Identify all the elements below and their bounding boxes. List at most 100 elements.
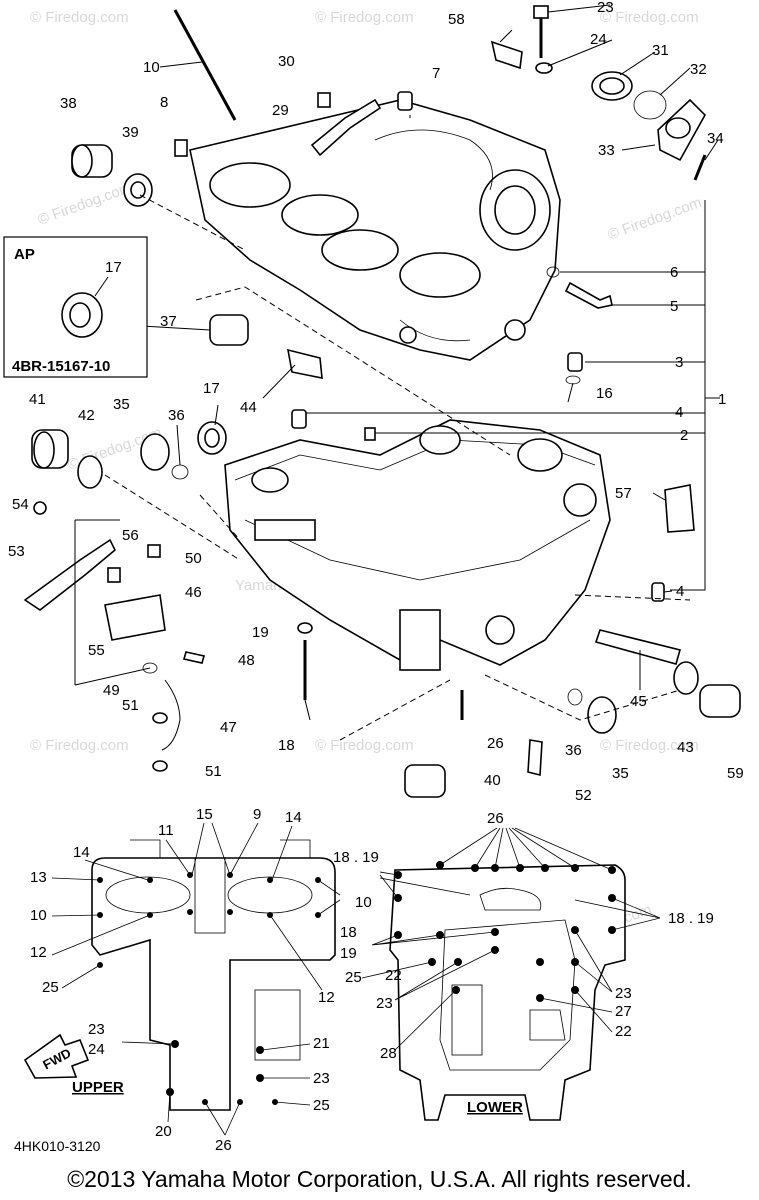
- callout-label: 33: [598, 142, 615, 159]
- callout-label: 25: [345, 969, 362, 986]
- callout-label: 23: [597, 0, 614, 16]
- callout-label: 5: [670, 298, 678, 315]
- leader-lines: [39, 4, 720, 741]
- callout-label: 38: [60, 95, 77, 112]
- upper-crankcase: [189, 99, 561, 361]
- callout-label: 43: [677, 739, 694, 756]
- callout-label: 22: [615, 1023, 632, 1040]
- fwd-arrow-icon: FWD: [23, 1033, 90, 1079]
- watermark: © Firedog.com: [30, 9, 129, 26]
- callout-label: 39: [122, 124, 139, 141]
- callout-label: 50: [185, 550, 202, 567]
- watermark: © Firedog.com: [36, 179, 134, 229]
- inset-box: AP 17 4BR-15167-10: [3, 236, 148, 378]
- callout-label: 10: [30, 907, 47, 924]
- watermark: © Firedog.com: [600, 9, 699, 26]
- callout-label: 24: [590, 31, 607, 48]
- callout-label: 35: [612, 765, 629, 782]
- callout-label: 16: [596, 385, 613, 402]
- copyright: ©2013 Yamaha Motor Corporation, U.S.A. A…: [67, 1166, 692, 1192]
- callout-label: 37: [160, 313, 177, 330]
- callout-label: 4: [675, 404, 683, 421]
- watermark: © Firedog.com: [600, 737, 699, 754]
- callout-label: 4: [676, 583, 684, 600]
- callout-label: 9: [253, 806, 261, 823]
- watermark: © Firedog.com: [606, 194, 704, 244]
- inset-part-label: 17: [105, 259, 122, 276]
- callout-label: 7: [432, 65, 440, 82]
- callout-label: 45: [630, 693, 647, 710]
- watermark: © Firedog.com: [315, 737, 414, 754]
- callout-label: 23: [615, 985, 632, 1002]
- callout-label: 36: [168, 407, 185, 424]
- upper-label: UPPER: [72, 1079, 124, 1096]
- callout-label: 1: [718, 391, 726, 408]
- callout-label: 54: [12, 496, 29, 513]
- callout-label: 52: [575, 787, 592, 804]
- callout-label: 25: [313, 1097, 330, 1114]
- watermark: © Firedog.com: [30, 737, 129, 754]
- callout-label: 46: [185, 584, 202, 601]
- callout-label: 51: [122, 697, 139, 714]
- callout-label: 23: [88, 1021, 105, 1038]
- lower-crankcase: [224, 419, 611, 671]
- callout-label: 22: [385, 967, 402, 984]
- callout-label: 8: [160, 94, 168, 111]
- callout-label: 49: [103, 682, 120, 699]
- callout-label: 25: [42, 979, 59, 996]
- callout-label: 51: [205, 763, 222, 780]
- lower-case-view: 26 18 . 19 18 19 18 . 19 25 22 23 28 23 …: [333, 810, 714, 1121]
- callout-label: 17: [203, 380, 220, 397]
- callout-label: 21: [313, 1035, 330, 1052]
- callout-label: 12: [30, 944, 47, 961]
- callout-label: 18: [278, 737, 295, 754]
- callout-label: 58: [448, 11, 465, 28]
- callout-label: 23: [376, 995, 393, 1012]
- callout-label: 48: [238, 652, 255, 669]
- callout-label: 20: [155, 1123, 172, 1140]
- callout-label: 15: [196, 806, 213, 823]
- callout-label: 19: [340, 945, 357, 962]
- callout-label: 28: [380, 1045, 397, 1062]
- callout-label: 57: [615, 485, 632, 502]
- callout-label: 11: [158, 822, 174, 839]
- upper-case-view: 15 11 9 14 14 13 10 10 12 12 25 23 24 21…: [23, 806, 372, 1154]
- callout-label: 10: [143, 59, 160, 76]
- callout-label: 32: [690, 61, 707, 78]
- callout-label: 44: [240, 399, 257, 416]
- callout-label: 56: [122, 527, 139, 544]
- callout-label: 3: [675, 354, 683, 371]
- callout-label: 10: [355, 894, 372, 911]
- callout-label: 31: [652, 42, 669, 59]
- callout-label: 53: [8, 543, 25, 560]
- callout-label: 6: [670, 264, 678, 281]
- diagram-code: 4HK010-3120: [14, 1138, 101, 1154]
- callout-label: 41: [29, 391, 46, 408]
- callout-label: 47: [220, 719, 237, 736]
- callout-label: 12: [318, 989, 335, 1006]
- watermark: © Firedog.com: [315, 9, 414, 26]
- callout-label: 2: [680, 427, 688, 444]
- callout-label: 19: [252, 624, 269, 641]
- callout-label: 23: [313, 1070, 330, 1087]
- callout-label: 35: [113, 396, 130, 413]
- callout-label: 30: [278, 53, 295, 70]
- callout-label: 34: [707, 130, 724, 147]
- inset-part-number: 4BR-15167-10: [12, 358, 110, 375]
- callout-label: 40: [484, 772, 501, 789]
- callout-label: 13: [30, 869, 47, 886]
- callout-label: 42: [78, 407, 95, 424]
- callout-label: 36: [565, 742, 582, 759]
- callout-label: 24: [88, 1041, 105, 1058]
- callout-label: 18: [340, 924, 357, 941]
- callout-label: 55: [88, 642, 105, 659]
- callout-label: 27: [615, 1003, 632, 1020]
- callout-label: 29: [272, 102, 289, 119]
- callout-label: 14: [285, 809, 302, 826]
- callout-label: 26: [487, 810, 504, 827]
- callout-label: 14: [73, 844, 90, 861]
- callout-label: 18 . 19: [333, 849, 379, 866]
- callout-label: 59: [727, 765, 744, 782]
- callout-label: 26: [487, 735, 504, 752]
